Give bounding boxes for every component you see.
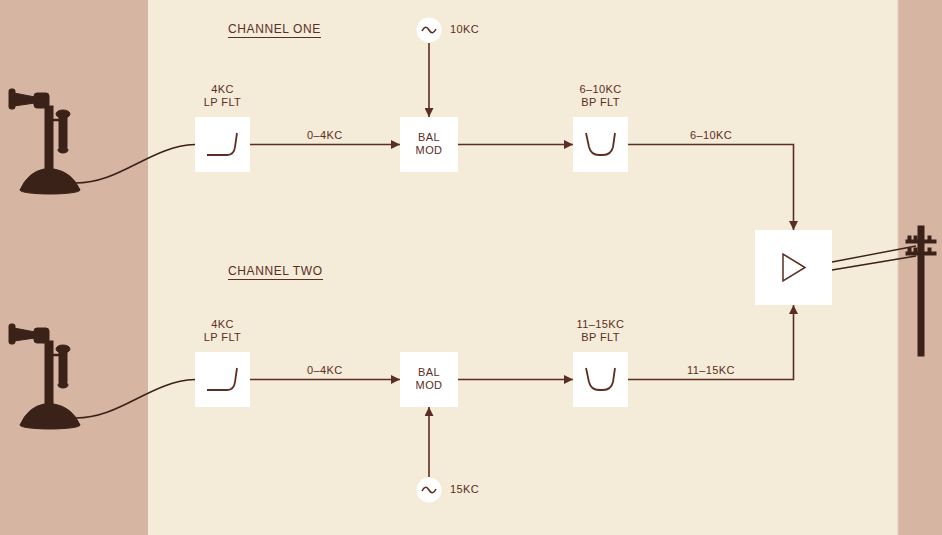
band-label: 11–15KC bbox=[685, 364, 737, 376]
block-label: 4KC LP FLT bbox=[203, 83, 243, 111]
bandpass-filter-box: 6–10KC BP FLT bbox=[573, 117, 628, 172]
block-label: 6–10KC BP FLT bbox=[578, 83, 623, 111]
line-wires bbox=[832, 246, 916, 270]
signal-connector bbox=[628, 305, 794, 380]
bp-symbol bbox=[573, 352, 628, 407]
phone-cord bbox=[74, 380, 195, 419]
signal-connector bbox=[250, 144, 400, 146]
lowpass-filter-box: 4KC LP FLT bbox=[195, 117, 250, 172]
lowpass-filter-box: 4KC LP FLT bbox=[195, 352, 250, 407]
osc-symbol bbox=[416, 477, 442, 503]
signal-connector bbox=[458, 144, 573, 146]
band-label: 0–4KC bbox=[305, 129, 345, 141]
band-label: 0–4KC bbox=[305, 364, 345, 376]
amplifier-triangle bbox=[783, 254, 805, 281]
lp-symbol bbox=[195, 117, 250, 172]
block-label: 4KC LP FLT bbox=[203, 318, 243, 346]
modulator-box: BAL MOD bbox=[400, 352, 458, 407]
signal-connector bbox=[458, 379, 573, 381]
bandpass-curve bbox=[586, 133, 615, 155]
block-label: BAL MOD bbox=[415, 131, 444, 159]
block-label: 11–15KC BP FLT bbox=[576, 318, 626, 346]
lp-symbol bbox=[195, 352, 250, 407]
bp-symbol bbox=[573, 117, 628, 172]
lowpass-curve bbox=[207, 133, 237, 155]
telephone-symbol bbox=[9, 89, 80, 194]
signal-connector bbox=[628, 145, 794, 231]
band-label: 6–10KC bbox=[688, 129, 734, 141]
oscillator-disc bbox=[417, 478, 442, 503]
bandpass-filter-box: 11–15KC BP FLT bbox=[573, 352, 628, 407]
lowpass-curve bbox=[207, 368, 237, 390]
channel-heading: CHANNEL ONE bbox=[228, 22, 321, 38]
phone-cord bbox=[74, 145, 195, 184]
telephone-pole bbox=[906, 226, 936, 356]
modulator-box: BAL MOD bbox=[400, 117, 458, 172]
signal-connector bbox=[250, 379, 400, 381]
frequency-label: 10KC bbox=[450, 23, 479, 37]
signal-connector bbox=[428, 407, 430, 477]
sine-symbol bbox=[422, 27, 436, 33]
frequency-label: 15KC bbox=[450, 483, 479, 497]
sine-symbol bbox=[422, 487, 436, 493]
bandpass-curve bbox=[586, 368, 615, 390]
osc-symbol bbox=[416, 17, 442, 43]
oscillator-disc bbox=[417, 18, 442, 43]
oscillator-circle: 15KC bbox=[416, 477, 442, 503]
amplifier-box bbox=[755, 230, 832, 305]
panel-ground bbox=[148, 0, 898, 535]
signal-connector bbox=[428, 43, 430, 117]
telephone-symbol bbox=[9, 324, 80, 429]
amp-symbol bbox=[755, 230, 832, 305]
panel-edge bbox=[898, 0, 899, 535]
channel-heading: CHANNEL TWO bbox=[228, 264, 323, 280]
block-label: BAL MOD bbox=[415, 366, 444, 394]
oscillator-circle: 10KC bbox=[416, 17, 442, 43]
